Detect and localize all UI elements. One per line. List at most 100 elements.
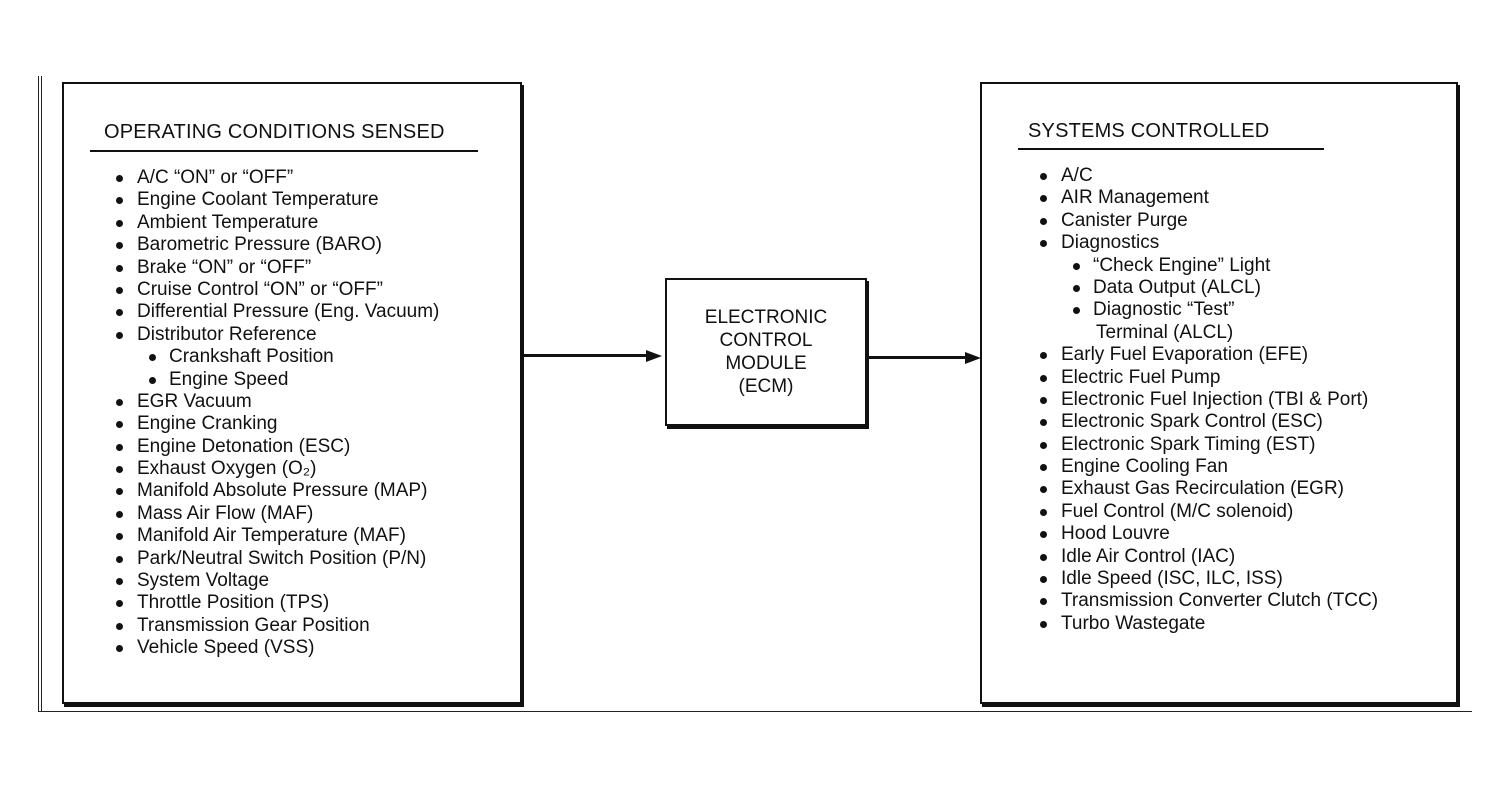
- list-item-text: Electronic Spark Control (ESC): [1061, 411, 1323, 433]
- bullet-icon: [116, 488, 123, 496]
- bullet-icon: [116, 600, 123, 608]
- list-item-text: Exhaust Oxygen (O₂): [137, 458, 317, 480]
- bullet-icon: [116, 309, 123, 317]
- bullet-icon: [116, 421, 123, 429]
- list-item-text: Mass Air Flow (MAF): [137, 502, 314, 524]
- bullet-icon: [149, 376, 156, 384]
- list-item-text: AIR Management: [1061, 187, 1209, 209]
- list-item-text: Idle Speed (ISC, ILC, ISS): [1061, 568, 1283, 590]
- bullet-icon: [116, 555, 123, 563]
- bullet-icon: [1040, 553, 1047, 561]
- list-item-text: Idle Air Control (IAC): [1061, 545, 1236, 567]
- bullet-icon: [116, 175, 123, 182]
- list-item-text: Manifold Absolute Pressure (MAP): [137, 480, 428, 502]
- list-item-text: Electronic Fuel Injection (TBI & Port): [1061, 388, 1369, 410]
- list-item-text: Distributor Reference: [137, 323, 317, 345]
- list-item-text: Hood Louvre: [1061, 523, 1170, 545]
- frame-bottom-line: [38, 711, 1472, 712]
- bullet-icon: [116, 510, 123, 518]
- bullet-icon: [116, 331, 123, 339]
- ecm-label: ELECTRONIC CONTROL MODULE (ECM): [665, 306, 867, 398]
- controlled-systems-box: [980, 82, 1458, 704]
- bullet-icon: [1073, 307, 1080, 315]
- frame-left-line: [38, 76, 39, 712]
- bullet-icon: [1040, 508, 1047, 516]
- list-item-text: Canister Purge: [1061, 209, 1188, 231]
- list-item-text: Data Output (ALCL): [1093, 276, 1261, 298]
- list-item-text: Electric Fuel Pump: [1061, 366, 1221, 388]
- list-item-text: Engine Speed: [169, 368, 289, 390]
- list-item-text: Early Fuel Evaporation (EFE): [1061, 344, 1309, 366]
- list-item-text: Throttle Position (TPS): [137, 592, 330, 614]
- bullet-icon: [116, 197, 123, 205]
- list-item-text: A/C “ON” or “OFF”: [137, 167, 294, 188]
- list-item-text: Barometric Pressure (BARO): [137, 234, 382, 256]
- list-item-text: Vehicle Speed (VSS): [137, 637, 315, 659]
- list-item-text: Electronic Spark Timing (EST): [1061, 433, 1316, 455]
- list-item-text: Turbo Wastegate: [1061, 612, 1206, 634]
- list-item-text: Brake “ON” or “OFF”: [137, 256, 312, 278]
- list-item-text: Diagnostic “Test”: [1093, 299, 1235, 321]
- list-item-text: Terminal (ALCL): [1096, 321, 1234, 343]
- list-item-text: “Check Engine” Light: [1093, 254, 1271, 276]
- bullet-icon: [149, 354, 156, 362]
- list-item-text: Exhaust Gas Recirculation (EGR): [1061, 478, 1344, 500]
- list-item-text: Manifold Air Temperature (MAF): [137, 525, 406, 547]
- bullet-icon: [1040, 464, 1047, 472]
- bullet-icon: [1040, 173, 1047, 180]
- list-item-text: A/C: [1061, 165, 1093, 186]
- bullet-icon: [1040, 598, 1047, 606]
- list-item-text: Park/Neutral Switch Position (P/N): [137, 547, 427, 569]
- bullet-icon: [116, 398, 123, 406]
- bullet-icon: [1040, 396, 1047, 404]
- ecm-label-line-2: CONTROL: [719, 330, 813, 351]
- ecm-box: [665, 278, 867, 426]
- sensed-conditions-box: [62, 82, 522, 704]
- arrow-sensed-to-ecm-line: [520, 354, 648, 357]
- bullet-icon: [1040, 531, 1047, 539]
- list-item-text: Differential Pressure (Eng. Vacuum): [137, 301, 440, 323]
- list-item-text: Engine Cooling Fan: [1061, 456, 1228, 478]
- bullet-icon: [116, 286, 123, 294]
- list-item-text: Cruise Control “ON” or “OFF”: [137, 278, 383, 300]
- bullet-icon: [116, 443, 123, 451]
- list-item-text: System Voltage: [137, 570, 270, 592]
- list-item-text: Diagnostics: [1061, 232, 1160, 254]
- sensed-heading-rule: [90, 150, 478, 152]
- bullet-icon: [1040, 195, 1047, 203]
- bullet-icon: [1040, 374, 1047, 382]
- bullet-icon: [116, 466, 123, 474]
- bullet-icon: [1073, 262, 1080, 270]
- list-item-text: Crankshaft Position: [169, 346, 334, 368]
- bullet-icon: [1073, 284, 1080, 292]
- bullet-icon: [1040, 576, 1047, 584]
- bullet-icon: [116, 242, 123, 250]
- bullet-icon: [1040, 217, 1047, 225]
- ecm-label-line-4: (ECM): [738, 376, 794, 397]
- arrow-sensed-to-ecm-head-icon: [646, 349, 662, 362]
- list-item-text: Engine Cranking: [137, 413, 278, 435]
- list-item-text: Fuel Control (M/C solenoid): [1061, 500, 1294, 522]
- bullet-icon: [1040, 240, 1047, 248]
- arrow-ecm-to-controlled-line: [869, 356, 967, 359]
- bullet-icon: [116, 264, 123, 272]
- bullet-icon: [116, 533, 123, 541]
- controlled-heading-rule: [1018, 148, 1324, 150]
- bullet-icon: [1040, 441, 1047, 449]
- bullet-icon: [116, 219, 123, 227]
- bullet-icon: [1040, 419, 1047, 427]
- bullet-icon: [1040, 486, 1047, 494]
- ecm-label-line-1: ELECTRONIC: [704, 307, 828, 328]
- sensed-heading: OPERATING CONDITIONS SENSED: [104, 121, 445, 143]
- bullet-icon: [1040, 352, 1047, 360]
- list-item-text: Ambient Temperature: [137, 211, 319, 233]
- list-item-text: Engine Coolant Temperature: [137, 189, 379, 211]
- bullet-icon: [116, 578, 123, 586]
- list-item-text: Transmission Gear Position: [137, 614, 370, 636]
- bullet-icon: [1040, 620, 1047, 628]
- list-item-text: Transmission Converter Clutch (TCC): [1061, 590, 1379, 612]
- bullet-icon: [116, 645, 123, 653]
- list-item-text: EGR Vacuum: [137, 390, 252, 412]
- controlled-heading: SYSTEMS CONTROLLED: [1028, 120, 1270, 142]
- arrow-ecm-to-controlled-head-icon: [965, 351, 981, 364]
